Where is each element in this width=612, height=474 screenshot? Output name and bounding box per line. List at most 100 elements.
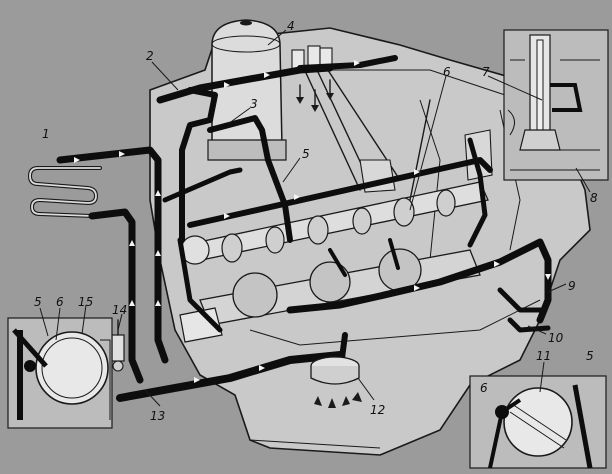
- label-4: 4: [287, 19, 295, 33]
- label-7: 7: [482, 65, 490, 79]
- leader-8: [575, 167, 591, 193]
- cooler-coil: [27, 166, 102, 218]
- cam-lobe-3: [307, 215, 329, 245]
- bearing-journal: [35, 331, 109, 405]
- drip-arrowhead: [326, 93, 334, 100]
- flow-arrows: [74, 60, 551, 383]
- flow-arrow: [259, 365, 265, 371]
- drip-arrowhead: [311, 105, 319, 112]
- label-9: 9: [568, 279, 576, 293]
- oil-cooler: [27, 166, 102, 218]
- label-8: 8: [590, 191, 598, 205]
- journal-hatch: [509, 403, 567, 449]
- label-11: 11: [536, 349, 551, 363]
- flow-arrow: [494, 261, 500, 267]
- main-gallery: [187, 157, 493, 228]
- flow-arrow: [414, 169, 420, 175]
- flow-arrow: [155, 300, 161, 306]
- leader-9: [547, 283, 567, 293]
- label-10: 10: [548, 331, 564, 345]
- leader-6-inset: [55, 307, 61, 341]
- leader-15: [81, 304, 87, 335]
- leader-14: [117, 313, 123, 331]
- inset-bottom-right: [469, 375, 607, 469]
- label-inset-right-5: 5: [586, 349, 594, 363]
- flow-arrow: [155, 190, 161, 196]
- flow-arrow: [74, 157, 80, 163]
- label-inset-right-6: 6: [480, 381, 488, 395]
- leader-3: [227, 107, 251, 125]
- line-nozzle-feed: [297, 55, 398, 71]
- label-12: 12: [370, 403, 385, 417]
- leader-10: [527, 325, 547, 335]
- cam-lobe-1: [221, 233, 243, 263]
- flow-arrow: [224, 82, 230, 88]
- inset-curve: [507, 109, 515, 136]
- intake-arrow: [328, 398, 336, 408]
- label-13: 13: [150, 409, 165, 423]
- pushrod-1: [299, 59, 361, 191]
- label-inset-left-6: 6: [56, 295, 64, 309]
- crank-web-2: [309, 261, 351, 303]
- flow-arrow: [155, 250, 161, 256]
- line-lower-gallery: [286, 238, 552, 324]
- leader-lines: [39, 29, 591, 407]
- leader-6: [409, 75, 447, 211]
- leader-4: [267, 29, 287, 46]
- intake-arrow: [314, 396, 322, 406]
- flow-arrow: [264, 72, 270, 78]
- inset-hatching: [510, 59, 600, 171]
- line-pump-10: [507, 317, 551, 333]
- leader-2: [151, 61, 179, 91]
- leader-12: [357, 377, 375, 401]
- line-rear-riser: [467, 137, 488, 248]
- crankcase-edge: [249, 299, 541, 346]
- line-filter-bypass: [162, 167, 243, 203]
- valve-nut: [112, 360, 124, 372]
- flow-arrow: [129, 300, 135, 306]
- filter-base: [207, 139, 287, 161]
- flow-arrow: [354, 60, 360, 66]
- leader-5-inset: [39, 307, 49, 337]
- injector-plunger: [536, 39, 544, 136]
- line-branch-2: [388, 238, 400, 270]
- line-pump-outlet: [497, 287, 548, 313]
- label-3: 3: [250, 97, 258, 111]
- line-cooler-supply: [88, 208, 144, 384]
- label-1: 1: [42, 127, 50, 141]
- bearing-journal: [503, 387, 573, 457]
- flow-arrow: [129, 240, 135, 246]
- inset-oil-hole: [24, 360, 36, 372]
- bearing-shell: [41, 337, 103, 399]
- inset-gallery: [572, 384, 593, 469]
- pushrod-4: [409, 99, 431, 201]
- drip-arrows: [296, 79, 334, 112]
- oil-pan-edge: [234, 394, 381, 449]
- label-2: 2: [146, 49, 154, 63]
- line-branch-1: [328, 248, 347, 277]
- filter-top-nut: [240, 20, 252, 26]
- flow-arrow: [224, 213, 230, 219]
- leader-11: [539, 361, 545, 393]
- inset-feed: [12, 328, 48, 368]
- injector-tip: [519, 129, 561, 151]
- line-filter-outlet: [207, 115, 293, 243]
- cam-lobe-2: [265, 226, 285, 254]
- crank-web-1: [232, 272, 278, 318]
- valve-body: [111, 334, 125, 362]
- cooler-coil-inner: [29, 167, 101, 217]
- cam-lobe-6: [436, 189, 456, 217]
- filter-cap-edge: [211, 35, 281, 53]
- leader-13: [144, 389, 161, 407]
- flow-arrow: [194, 377, 200, 383]
- line-front-bearing: [177, 237, 223, 333]
- label-inset-left-5: 5: [34, 295, 42, 309]
- inset-feed: [488, 398, 522, 469]
- crankshaft: [179, 235, 481, 343]
- label-15: 15: [78, 295, 93, 309]
- oil-strainer: [310, 356, 362, 408]
- oil-lines: [56, 55, 552, 402]
- label-14: 14: [112, 303, 127, 317]
